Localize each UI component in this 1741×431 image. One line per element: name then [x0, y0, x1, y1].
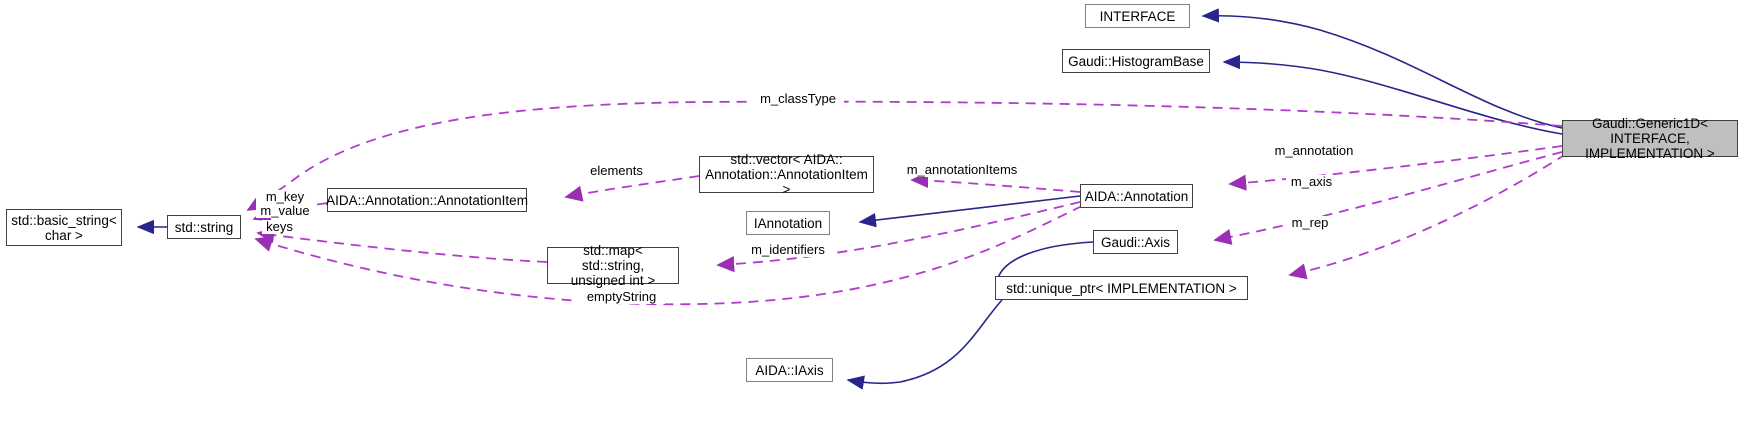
edge-label-m-classtype: m_classType: [752, 92, 844, 106]
node-aida-annotation-annotationitem[interactable]: AIDA::Annotation::AnnotationItem: [326, 188, 528, 212]
edge-label-m-annotationitems: m_annotationItems: [894, 163, 1030, 177]
node-gaudi-axis[interactable]: Gaudi::Axis: [1093, 230, 1178, 254]
node-std-unique-ptr-implementation[interactable]: std::unique_ptr< IMPLEMENTATION >: [995, 276, 1248, 300]
node-std-map-string-uint[interactable]: std::map< std::string, unsigned int >: [547, 243, 679, 288]
node-std-vector-annotationitem[interactable]: std::vector< AIDA:: Annotation::Annotati…: [699, 152, 874, 197]
edge-label-emptystring: emptyString: [578, 290, 665, 304]
edge-label-m-rep: m_rep: [1287, 216, 1333, 230]
edge-label-m-identifiers: m_identifiers: [743, 243, 833, 257]
edge-label-elements: elements: [584, 164, 649, 178]
edge-label-m-annotation: m_annotation: [1266, 144, 1362, 158]
edge-label-m-axis: m_axis: [1286, 175, 1337, 189]
node-aida-iaxis[interactable]: AIDA::IAxis: [746, 358, 833, 382]
node-std-basic-string[interactable]: std::basic_string< char >: [6, 209, 122, 246]
node-aida-annotation[interactable]: AIDA::Annotation: [1080, 184, 1193, 208]
node-gaudi-histogrambase[interactable]: Gaudi::HistogramBase: [1062, 49, 1210, 73]
node-gaudi-generic1d[interactable]: Gaudi::Generic1D< INTERFACE, IMPLEMENTAT…: [1562, 116, 1738, 161]
edge-label-m-key-m-value: m_key m_value: [256, 190, 314, 218]
inheritance-edges: [136, 8, 1563, 390]
node-iannotation[interactable]: IAnnotation: [746, 211, 830, 235]
node-interface[interactable]: INTERFACE: [1085, 4, 1190, 28]
edge-label-keys: keys: [262, 220, 297, 234]
node-std-string[interactable]: std::string: [167, 215, 241, 239]
